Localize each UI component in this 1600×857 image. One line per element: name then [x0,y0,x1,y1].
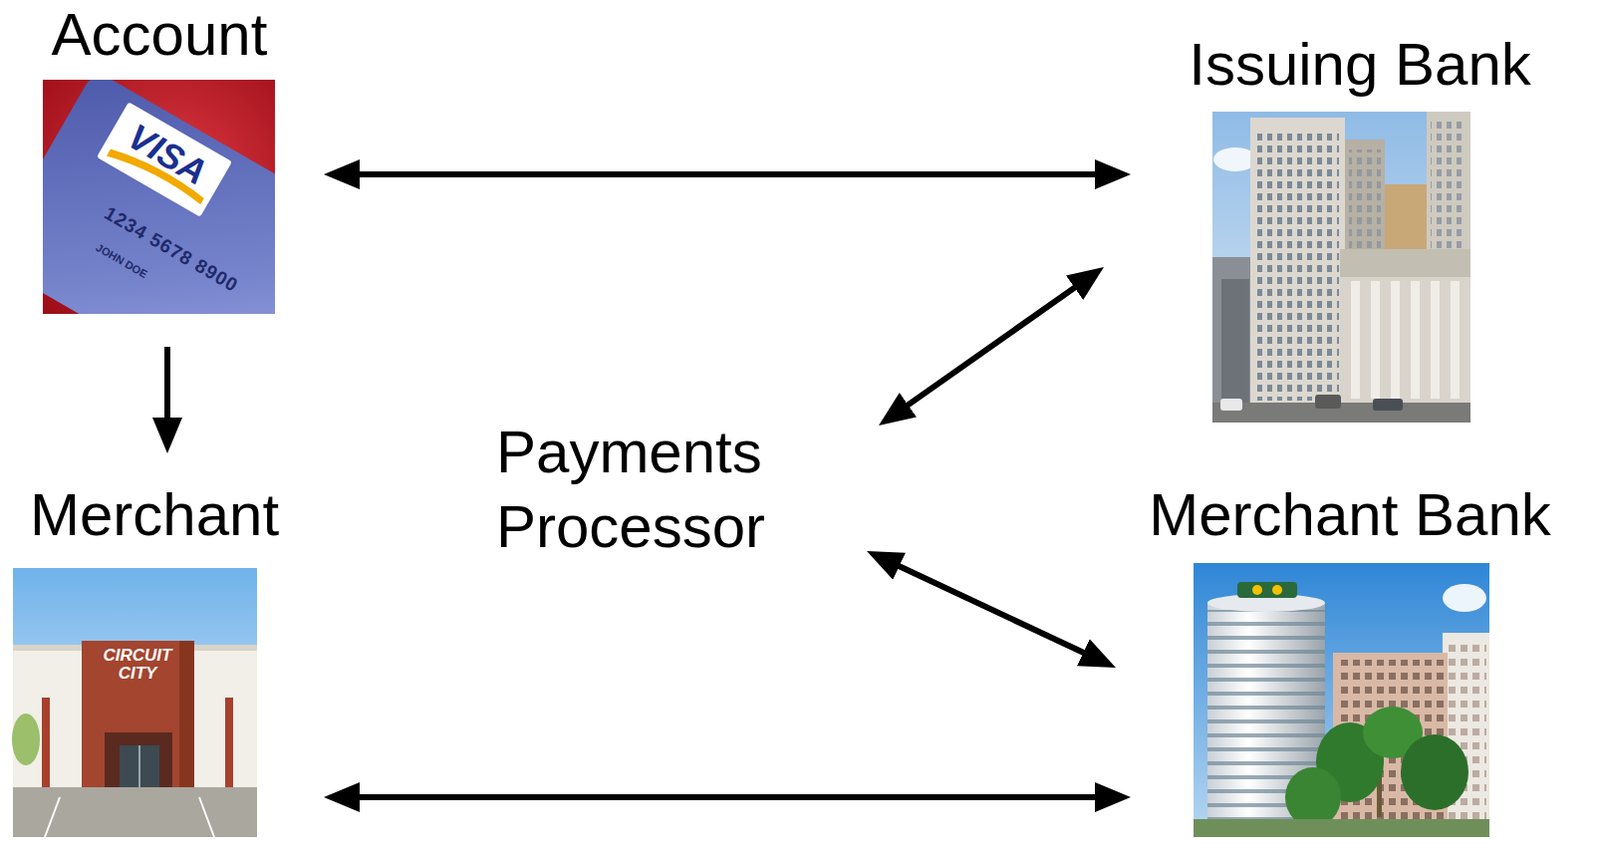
diagram-node: Issuing Bank [1170,29,1550,425]
sky [1212,111,1471,423]
diagram-node: AccountVISA 1234 5678 8900JOHN DOE [29,0,289,317]
wall-column [225,697,234,788]
merchant-bank-photo [1193,562,1490,837]
building [1221,278,1250,407]
card-brand: VISA [122,117,214,191]
entrance [104,732,173,788]
parking-lot [12,787,258,837]
door-frame [138,745,141,788]
door [119,745,160,788]
issuing-bank-photo [1212,111,1471,423]
connector-arrow [164,346,171,442]
parking-line [44,797,60,837]
cloud [1442,583,1487,612]
building [1212,257,1253,407]
windows [1257,129,1339,401]
tree [1285,767,1341,827]
street [1212,402,1471,423]
node-label: Payments Processor [496,414,796,564]
tree [1400,734,1469,810]
building [1250,117,1345,407]
logo-dot [1272,584,1283,595]
parking-line [199,797,215,837]
ground [1193,818,1490,837]
node-label: Merchant Bank [1135,480,1565,549]
card-logo [96,101,233,217]
card-clip [42,79,275,314]
column [1430,280,1440,399]
sky [1193,562,1490,837]
windows [1430,117,1467,258]
card-holder: JOHN DOE [93,242,149,280]
connector-arrow [877,555,1105,663]
connector-arrow [888,273,1094,419]
node-label: Account [29,0,289,69]
diagram-node: Payments Processor [496,414,796,564]
node-label: Merchant [9,480,299,549]
building [1426,111,1471,262]
wall-column [41,697,50,788]
node-label: Issuing Bank [1170,29,1550,99]
entrance-tower [81,640,195,788]
column [1390,280,1400,399]
building [1442,632,1490,837]
column [1410,280,1420,399]
store-photo [11,567,258,837]
classical-building [1339,249,1471,407]
tree [11,713,40,766]
car [1315,394,1341,409]
column [1450,280,1460,399]
entablature [1339,249,1471,277]
tower-logo [1237,581,1298,598]
connector-arrow [335,794,1119,800]
diagram-node: Merchant Bank [1135,480,1565,839]
car [1220,398,1243,411]
sky [12,567,258,837]
card-number: 1234 5678 8900 [101,203,243,295]
logo-dot [1252,584,1263,595]
column [1350,280,1360,399]
car [1372,398,1403,411]
connector-arrow [335,171,1119,178]
credit-card-image [0,69,371,420]
column [1370,280,1380,399]
store-sign: CIRCUIT CITY [97,646,178,683]
logo-panel [96,101,233,217]
diagram-node: MerchantCIRCUIT CITY [9,480,299,839]
card-body [42,79,275,314]
tower-side [179,640,195,788]
